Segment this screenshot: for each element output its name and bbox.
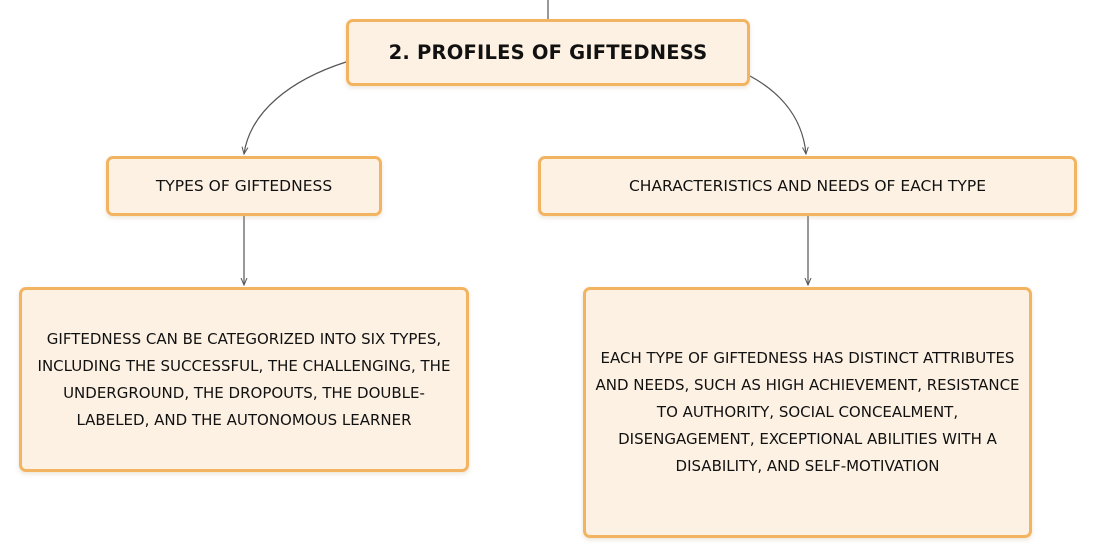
branch-node-characteristics-and-needs[interactable]: CHARACTERISTICS AND NEEDS OF EACH TYPE [538,156,1077,216]
branch-node-types-of-giftedness[interactable]: TYPES OF GIFTEDNESS [106,156,382,216]
root-node-label: 2. PROFILES OF GIFTEDNESS [388,41,708,64]
types-description-text: GIFTEDNESS CAN BE CATEGORIZED INTO SIX T… [37,329,451,429]
characteristics-node-label: CHARACTERISTICS AND NEEDS OF EACH TYPE [628,177,987,195]
root-to-characteristics-connector [749,75,806,154]
detail-node-characteristics-description[interactable]: EACH TYPE OF GIFTEDNESS HAS DISTINCT ATT… [583,287,1032,538]
types-node-label: TYPES OF GIFTEDNESS [155,177,333,195]
root-to-types-connector [244,61,347,154]
detail-node-types-description[interactable]: GIFTEDNESS CAN BE CATEGORIZED INTO SIX T… [19,287,469,472]
characteristics-description-text: EACH TYPE OF GIFTEDNESS HAS DISTINCT ATT… [595,349,1020,475]
root-node-profiles-of-giftedness[interactable]: 2. PROFILES OF GIFTEDNESS [346,19,750,86]
